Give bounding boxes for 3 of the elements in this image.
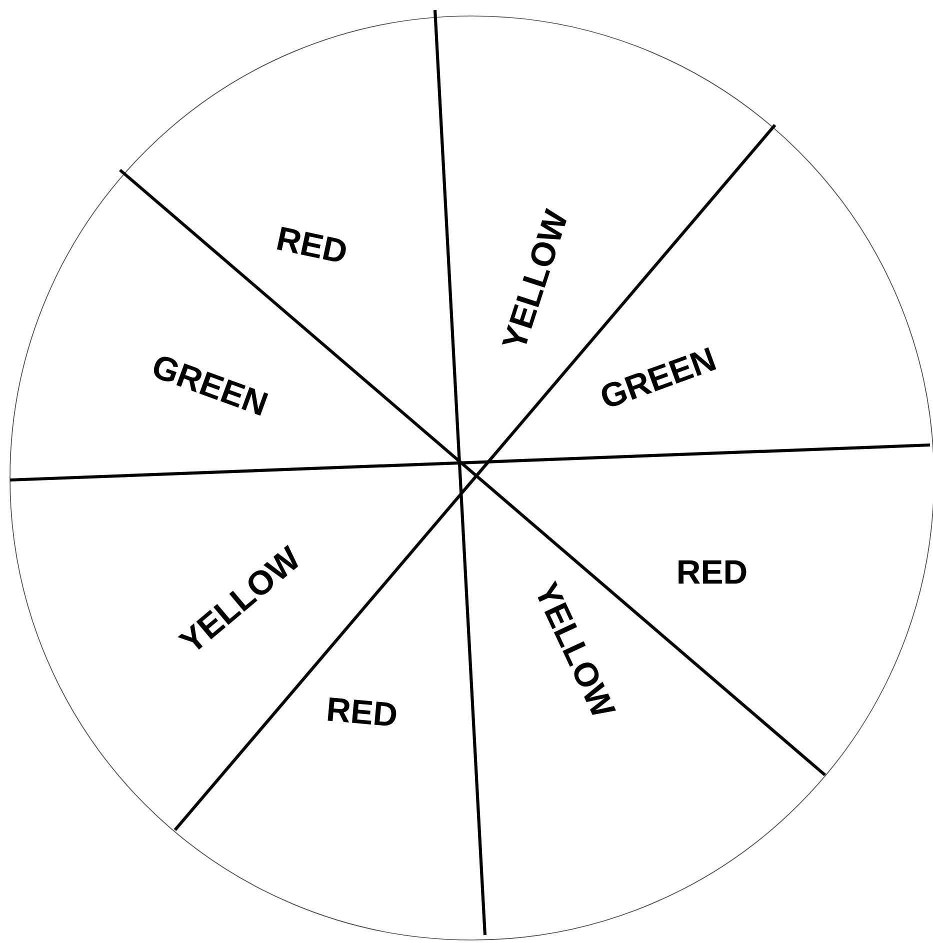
sector-label: RED — [328, 698, 396, 726]
sector-label: RED — [678, 560, 746, 584]
sector-label: RED — [276, 226, 346, 262]
